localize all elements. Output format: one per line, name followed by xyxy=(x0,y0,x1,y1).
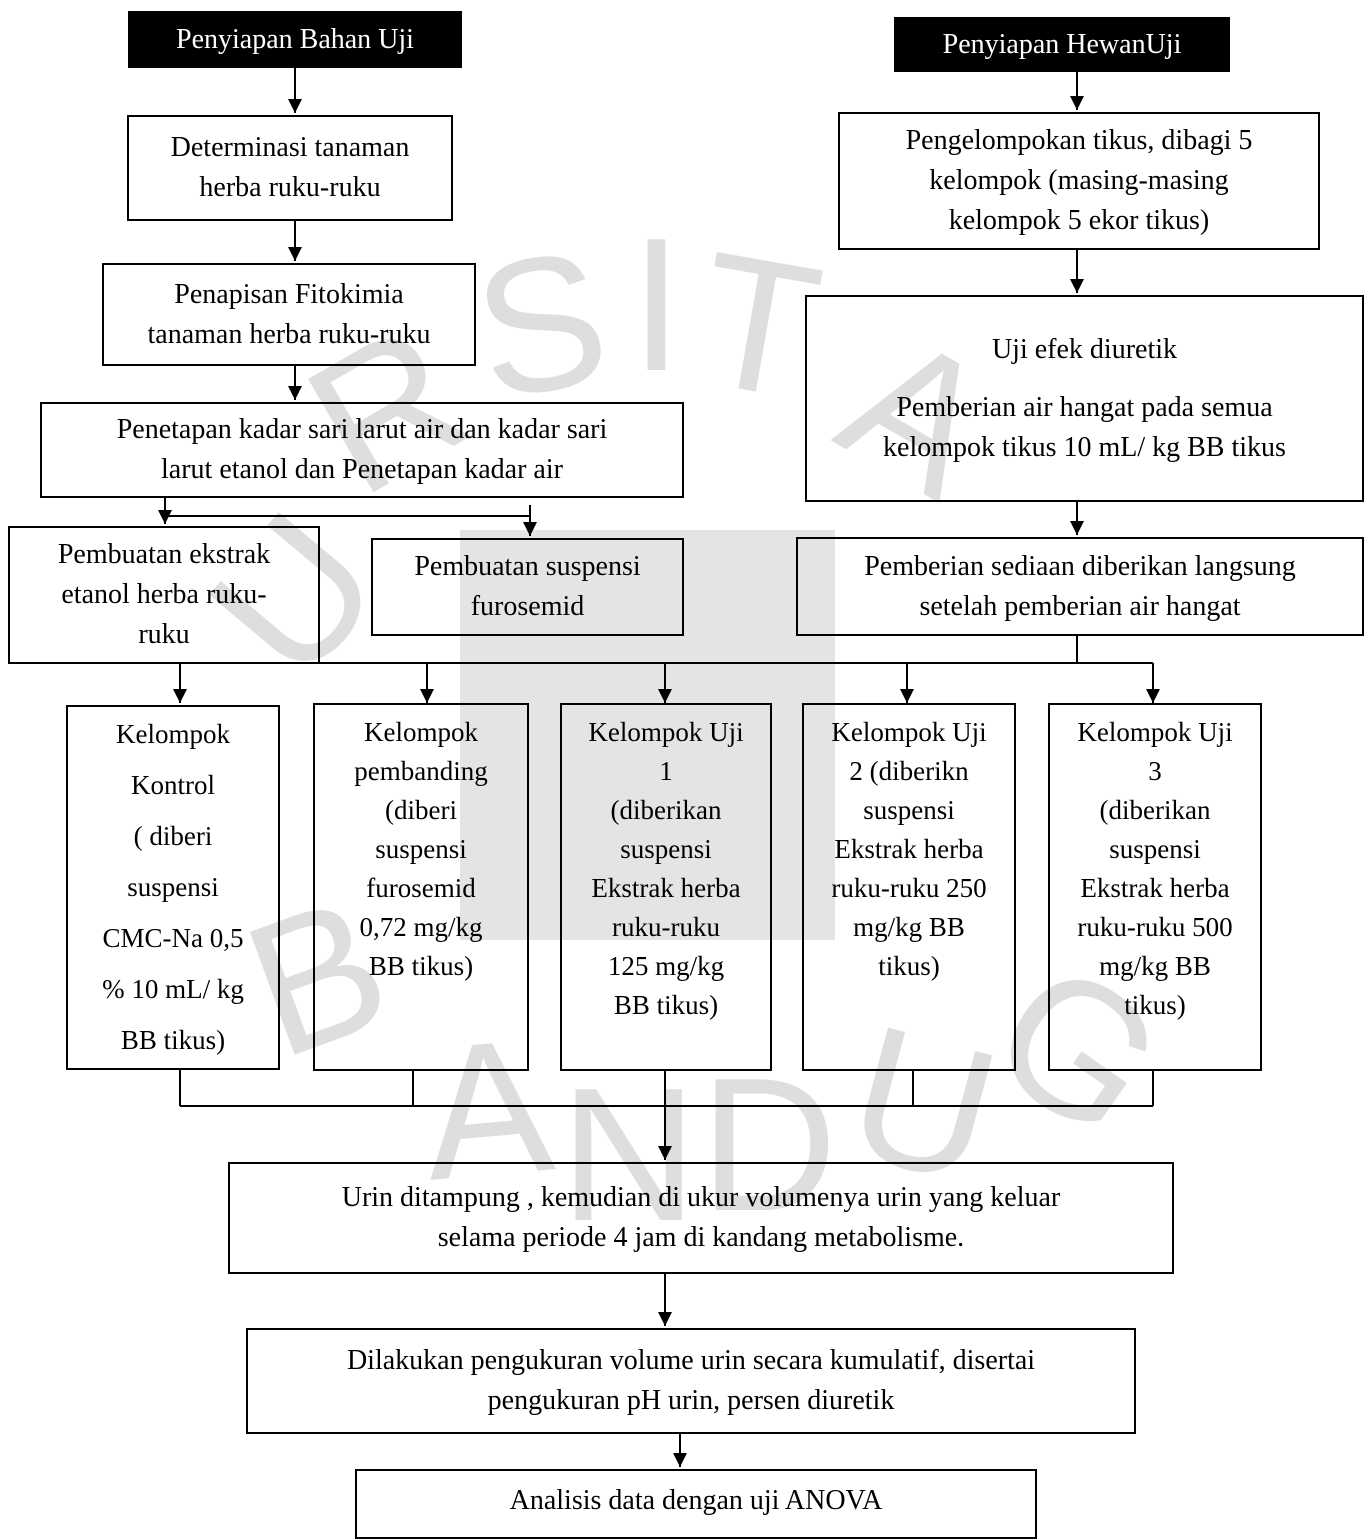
step-penapisan-line: Penapisan Fitokimia xyxy=(174,278,404,310)
step-determinasi: Determinasi tanaman herba ruku-ruku xyxy=(127,115,453,221)
step-ekstrak-line: etanol herba ruku- xyxy=(61,579,267,610)
group-pembanding-line: BB tikus) xyxy=(368,951,474,981)
group-kontrol-line: ( diberi xyxy=(133,821,213,851)
step-pemberian-sediaan: Pemberian sediaan diberikan langsung set… xyxy=(796,537,1364,636)
svg-text:D: D xyxy=(700,1039,837,1251)
group-pembanding: Kelompok pembanding (diberi suspensi fur… xyxy=(313,703,529,1071)
svg-text:A: A xyxy=(415,999,560,1221)
header-penyiapan-bahan-uji: Penyiapan Bahan Uji xyxy=(128,11,462,68)
group-uji-2-line: ruku-ruku 250 xyxy=(831,873,987,903)
group-uji-2-line: 2 (diberikn xyxy=(849,756,969,786)
step-determinasi-line: herba ruku-ruku xyxy=(199,172,381,203)
step-uji-efek-line: Pemberian air hangat pada semua xyxy=(896,391,1273,423)
step-determinasi-line: Determinasi tanaman xyxy=(170,132,410,163)
step-suspensi-line: Pembuatan suspensi xyxy=(414,551,641,582)
step-penetapan-line: Penetapan kadar sari larut air dan kadar… xyxy=(116,414,608,445)
group-uji-1-line: BB tikus) xyxy=(613,990,719,1020)
group-pembanding-line: (diberi xyxy=(385,795,457,825)
group-uji-2-line: mg/kg BB xyxy=(853,912,965,942)
step-penetapan-line: larut etanol dan Penetapan kadar air xyxy=(161,454,563,485)
step-pengukuran-line: Dilakukan pengukuran volume urin secara … xyxy=(346,1345,1036,1376)
group-uji-3: Kelompok Uji 3 (diberikan suspensi Ekstr… xyxy=(1048,703,1262,1071)
step-penapisan-fitokimia: Penapisan Fitokimia tanaman herba ruku-r… xyxy=(102,263,476,366)
step-pengelompokan-tikus: Pengelompokan tikus, dibagi 5 kelompok (… xyxy=(838,112,1320,250)
svg-text:N: N xyxy=(560,1049,697,1261)
step-suspensi-line: furosemid xyxy=(470,591,585,622)
step-pemberian-line: Pemberian sediaan diberikan langsung xyxy=(864,550,1296,582)
group-uji-3-line: Kelompok Uji xyxy=(1077,717,1233,747)
group-uji-2: Kelompok Uji 2 (diberikn suspensi Ekstra… xyxy=(802,703,1016,1071)
group-uji-1-line: Kelompok Uji xyxy=(588,717,744,747)
group-uji-3-line: suspensi xyxy=(1109,834,1201,864)
group-uji-3-line: tikus) xyxy=(1124,990,1186,1020)
step-pengelompokan-line: kelompok (masing-masing xyxy=(929,165,1229,196)
step-uji-efek-diuretik: Uji efek diuretik Pemberian air hangat p… xyxy=(805,295,1364,502)
group-kontrol-line: suspensi xyxy=(127,872,219,902)
step-uji-efek-line: kelompok tikus 10 mL/ kg BB tikus xyxy=(883,431,1286,463)
group-uji-2-line: tikus) xyxy=(878,951,940,981)
group-uji-3-line: (diberikan xyxy=(1099,795,1211,825)
step-pembuatan-suspensi: Pembuatan suspensi furosemid xyxy=(371,538,684,636)
header-right-label: Penyiapan HewanUji xyxy=(942,28,1182,60)
group-uji-2-line: suspensi xyxy=(863,795,955,825)
group-uji-1-line: 1 xyxy=(659,756,673,786)
step-analisis-label: Analisis data dengan uji ANOVA xyxy=(509,1485,883,1516)
group-kontrol-line: CMC-Na 0,5 xyxy=(102,923,244,953)
group-uji-3-line: ruku-ruku 500 xyxy=(1077,912,1233,942)
step-uji-efek-title: Uji efek diuretik xyxy=(991,333,1178,365)
group-uji-2-line: Kelompok Uji xyxy=(831,717,987,747)
group-pembanding-line: Kelompok xyxy=(364,717,478,747)
group-uji-1-line: ruku-ruku xyxy=(612,912,720,942)
group-uji-3-line: Ekstrak herba xyxy=(1080,873,1230,903)
group-uji-1-line: Ekstrak herba xyxy=(591,873,741,903)
step-pengukuran-line: pengukuran pH urin, persen diuretik xyxy=(487,1385,895,1416)
header-left-label: Penyiapan Bahan Uji xyxy=(176,23,414,55)
step-pengukuran-volume: Dilakukan pengukuran volume urin secara … xyxy=(246,1328,1136,1434)
step-penapisan-line: tanaman herba ruku-ruku xyxy=(147,318,431,350)
group-uji-2-line: Ekstrak herba xyxy=(834,834,984,864)
group-pembanding-line: furosemid xyxy=(366,873,476,903)
group-uji-1-line: (diberikan xyxy=(610,795,722,825)
group-uji-1: Kelompok Uji 1 (diberikan suspensi Ekstr… xyxy=(560,703,772,1071)
step-pengelompokan-line: Pengelompokan tikus, dibagi 5 xyxy=(905,125,1253,156)
group-uji-3-line: 3 xyxy=(1148,756,1162,786)
group-pembanding-line: pembanding xyxy=(354,756,488,786)
group-uji-3-line: mg/kg BB xyxy=(1099,951,1211,981)
step-analisis-anova: Analisis data dengan uji ANOVA xyxy=(355,1469,1037,1539)
group-kontrol-line: Kontrol xyxy=(131,770,215,800)
group-kontrol-line: % 10 mL/ kg xyxy=(102,974,244,1004)
header-penyiapan-hewan-uji: Penyiapan HewanUji xyxy=(894,17,1230,72)
step-pengelompokan-line: kelompok 5 ekor tikus) xyxy=(948,205,1210,236)
group-uji-1-line: 125 mg/kg xyxy=(607,951,725,981)
svg-text:I: I xyxy=(630,199,683,411)
step-ekstrak-line: Pembuatan ekstrak xyxy=(57,539,271,570)
group-pembanding-line: 0,72 mg/kg xyxy=(359,912,483,942)
group-uji-1-line: suspensi xyxy=(620,834,712,864)
group-kontrol-line: BB tikus) xyxy=(120,1025,226,1055)
step-pembuatan-ekstrak: Pembuatan ekstrak etanol herba ruku- ruk… xyxy=(8,526,320,664)
group-kontrol: Kelompok Kontrol ( diberi suspensi CMC-N… xyxy=(66,705,280,1070)
step-urin-line: Urin ditampung , kemudian di ukur volume… xyxy=(341,1182,1061,1213)
step-ekstrak-line: ruku xyxy=(138,619,190,650)
step-urin-ditampung: Urin ditampung , kemudian di ukur volume… xyxy=(228,1162,1174,1274)
group-kontrol-line: Kelompok xyxy=(116,719,230,749)
step-urin-line: selama periode 4 jam di kandang metaboli… xyxy=(437,1222,965,1253)
step-penetapan-kadar: Penetapan kadar sari larut air dan kadar… xyxy=(40,402,684,498)
step-pemberian-line: setelah pemberian air hangat xyxy=(919,590,1241,622)
group-pembanding-line: suspensi xyxy=(375,834,467,864)
